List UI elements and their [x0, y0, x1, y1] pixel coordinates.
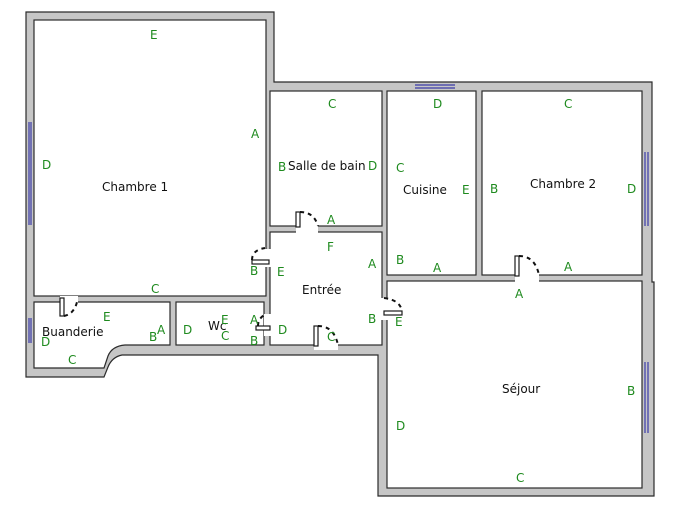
wall-letter: E: [221, 313, 229, 327]
wall-letter: A: [564, 260, 573, 274]
wall-letter: E: [395, 315, 403, 329]
wall-letter: E: [150, 28, 158, 42]
door-wc[interactable]: [255, 313, 271, 336]
wall-letter: B: [149, 330, 157, 344]
wall-letter: D: [42, 158, 51, 172]
wall-letter: C: [221, 329, 229, 343]
wall-letter: D: [278, 323, 287, 337]
wall-letter: C: [151, 282, 159, 296]
door-salle-de-bain[interactable]: [295, 211, 319, 233]
wall-letter: E: [103, 310, 111, 324]
room-label-wc: Wc: [208, 319, 226, 333]
wall-letter: A: [433, 261, 442, 275]
wall-letter: E: [462, 183, 470, 197]
wall-letter: A: [368, 257, 377, 271]
wall-letter: D: [183, 323, 192, 337]
room-label-buanderie: Buanderie: [42, 325, 103, 339]
wall-letter: C: [396, 161, 404, 175]
wall-letter: B: [368, 312, 376, 326]
room-entree: [269, 231, 383, 346]
wall-letter: B: [278, 160, 286, 174]
door-sejour[interactable]: [381, 297, 403, 320]
wall-letter: A: [515, 287, 524, 301]
door-chambre-2[interactable]: [514, 255, 540, 282]
room-cuisine: [386, 90, 477, 276]
room-label-chambre-1: Chambre 1: [102, 180, 168, 194]
wall-letter: D: [627, 182, 636, 196]
wall-letter: B: [627, 384, 635, 398]
wall-letter: C: [327, 330, 335, 344]
wall-letter: C: [68, 353, 76, 367]
wall-letter: D: [433, 97, 442, 111]
room-buanderie: [33, 301, 171, 369]
door-entree-left[interactable]: [251, 247, 271, 267]
wall-letter: D: [368, 159, 377, 173]
room-label-salle-de-bain: Salle de bain: [288, 159, 366, 173]
wall-letter: C: [564, 97, 572, 111]
room-label-entree: Entrée: [302, 283, 341, 297]
wall-letter: E: [277, 265, 285, 279]
wall-letter: A: [250, 313, 259, 327]
wall-letter: A: [327, 213, 336, 227]
wall-letter: A: [157, 323, 166, 337]
wall-letter: C: [516, 471, 524, 485]
wall-letter: D: [41, 335, 50, 349]
windows: [28, 84, 649, 433]
room-label-sejour: Séjour: [502, 382, 540, 396]
room-label-chambre-2: Chambre 2: [530, 177, 596, 191]
room-sejour: [386, 280, 643, 489]
wall-letter: B: [250, 264, 258, 278]
door-entree-bottom[interactable]: [313, 325, 339, 350]
room-chambre-1: [33, 19, 267, 297]
wall-letter: F: [327, 240, 334, 254]
wall-letter: B: [490, 182, 498, 196]
wall-letter: D: [396, 419, 405, 433]
room-chambre-2: [481, 90, 643, 276]
wall-letter: C: [328, 97, 336, 111]
wall-letter: B: [396, 253, 404, 267]
room-salle-de-bain: [269, 90, 383, 227]
wall-letter: B: [250, 334, 258, 348]
room-wc: [175, 301, 265, 346]
wall-letter: A: [251, 127, 260, 141]
door-buanderie[interactable]: [59, 296, 78, 317]
room-label-cuisine: Cuisine: [403, 183, 447, 197]
